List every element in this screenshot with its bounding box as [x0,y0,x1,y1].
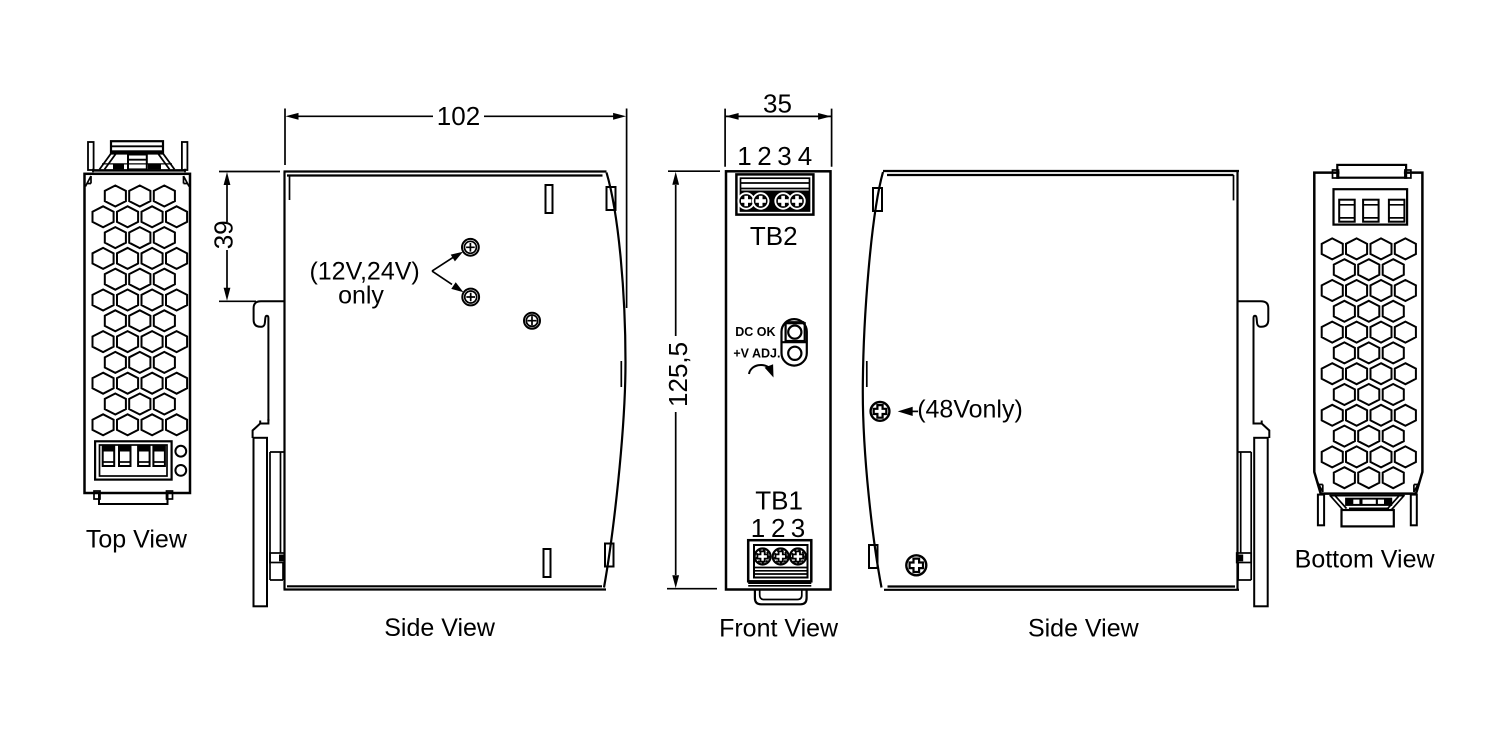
svg-text:2: 2 [771,513,785,543]
svg-text:3: 3 [791,513,805,543]
svg-text:39: 39 [209,220,239,249]
svg-text:Top View: Top View [86,525,188,553]
svg-text:1: 1 [737,141,751,171]
svg-text:102: 102 [437,101,480,131]
svg-text:Bottom View: Bottom View [1295,546,1436,574]
svg-text:1: 1 [751,513,765,543]
svg-text:DC OK: DC OK [735,325,775,339]
svg-text:TB2: TB2 [750,221,798,251]
svg-text:Side View: Side View [1028,614,1140,642]
svg-text:4: 4 [798,141,812,171]
svg-text:3: 3 [777,141,791,171]
svg-text:(48Vonly): (48Vonly) [917,396,1023,424]
svg-text:only: only [338,282,384,310]
svg-text:35: 35 [763,88,792,118]
svg-text:+V ADJ.: +V ADJ. [733,346,780,360]
svg-text:Front View: Front View [719,614,839,642]
svg-text:TB1: TB1 [755,486,803,516]
svg-text:125,5: 125,5 [663,342,693,407]
svg-text:(12V,24V): (12V,24V) [309,258,419,286]
svg-text:2: 2 [757,141,771,171]
svg-text:Side View: Side View [384,614,496,642]
